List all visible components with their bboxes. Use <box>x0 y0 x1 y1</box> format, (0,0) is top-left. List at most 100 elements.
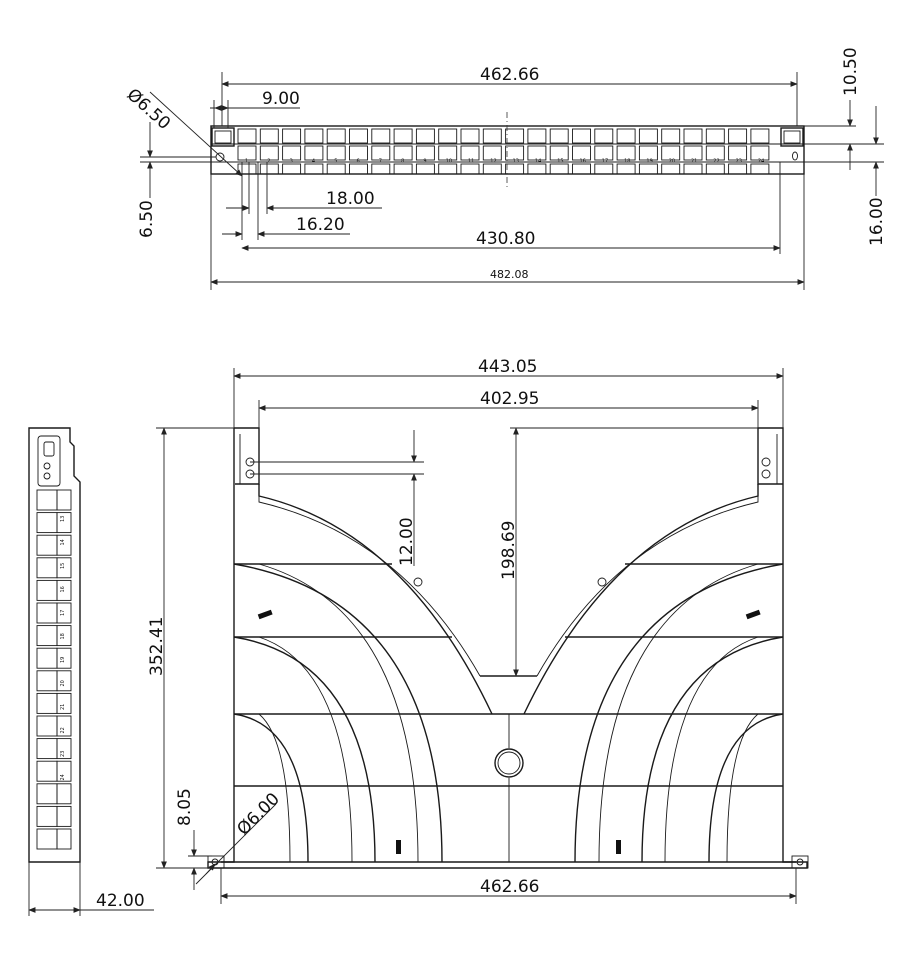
port-upper <box>572 128 591 144</box>
port-upper-2 <box>259 145 279 161</box>
side-port <box>36 805 58 827</box>
port-lower <box>482 163 502 175</box>
port-lower <box>572 163 591 175</box>
port-upper <box>683 128 703 144</box>
dim-right-height: 10.50 <box>841 47 861 96</box>
side-port <box>36 557 58 579</box>
dim-port-span: 430.80 <box>476 229 535 249</box>
port-upper <box>326 128 346 144</box>
right-ear <box>780 127 804 147</box>
side-port <box>36 670 58 692</box>
port-upper <box>549 128 569 144</box>
port-number: 20 <box>669 159 675 165</box>
cable-hole-icon <box>494 748 524 778</box>
side-port <box>36 625 58 647</box>
side-port-2 <box>56 828 72 850</box>
port-upper-2 <box>326 145 346 161</box>
side-port-number: 24 <box>60 774 66 780</box>
port-upper-2 <box>393 145 413 161</box>
side-port-2 <box>56 715 72 737</box>
port-lower <box>661 163 681 175</box>
side-port <box>36 738 58 760</box>
side-port <box>36 647 58 669</box>
port-upper <box>527 128 547 144</box>
side-port <box>36 602 58 624</box>
port-upper-2 <box>527 145 547 161</box>
port-number: 6 <box>357 159 360 165</box>
side-port-number: 17 <box>60 610 66 616</box>
port-upper <box>616 128 636 144</box>
side-port-2 <box>56 738 72 760</box>
port-number: 21 <box>691 159 697 165</box>
side-port-2 <box>56 670 72 692</box>
side-port-number: 23 <box>60 751 66 757</box>
port-lower <box>705 163 725 175</box>
port-upper <box>594 128 614 144</box>
port-upper-2 <box>705 145 725 161</box>
port-number: 17 <box>602 159 608 165</box>
side-port-number: 20 <box>60 680 66 686</box>
port-upper <box>371 128 391 144</box>
port-number: 18 <box>624 159 630 165</box>
dim-total-width: 482.08 <box>490 268 529 281</box>
port-lower <box>638 163 658 175</box>
port-number: 4 <box>312 159 315 165</box>
port-upper <box>349 128 368 144</box>
port-upper-2 <box>371 145 391 161</box>
port-lower <box>750 163 770 175</box>
port-upper <box>460 128 480 144</box>
port-upper <box>638 128 658 144</box>
side-port-number: 19 <box>60 657 66 663</box>
side-port <box>36 512 58 534</box>
port-number: 11 <box>468 159 474 165</box>
port-lower <box>415 163 435 175</box>
port-lower <box>438 163 458 175</box>
port-upper <box>438 128 458 144</box>
side-port <box>36 715 58 737</box>
port-number: 1 <box>245 159 248 165</box>
dim-height: 352.41 <box>147 617 167 676</box>
side-port <box>36 579 58 601</box>
port-upper <box>237 128 257 144</box>
port-lower <box>282 163 302 175</box>
port-number: 14 <box>535 159 541 165</box>
side-port-number: 22 <box>60 727 66 733</box>
port-lower <box>527 163 547 175</box>
port-upper <box>750 128 770 144</box>
port-upper <box>482 128 502 144</box>
port-upper-2 <box>505 145 525 161</box>
port-number: 5 <box>334 159 337 165</box>
panel-body <box>210 125 805 175</box>
port-lower <box>460 163 480 175</box>
port-upper-2 <box>415 145 435 161</box>
port-upper <box>728 128 748 144</box>
dim-overall-top: 462.66 <box>480 65 539 85</box>
side-port-2 <box>56 534 72 556</box>
mount-hole-icon <box>215 152 225 162</box>
port-number: 13 <box>513 159 519 165</box>
port-lower <box>549 163 569 175</box>
side-port-2 <box>56 557 72 579</box>
side-port <box>36 828 58 850</box>
dim-pitch-16: 16.20 <box>296 215 345 235</box>
port-upper-2 <box>683 145 703 161</box>
plan-view: 443.05 402.95 12.00 198.69 352.41 8.05 Ø… <box>147 357 809 904</box>
side-port-number: 18 <box>60 633 66 639</box>
port-upper-2 <box>616 145 636 161</box>
port-upper <box>661 128 681 144</box>
dim-mount-hole: Ø6.00 <box>233 789 283 839</box>
dim-outer-width: 443.05 <box>478 357 537 377</box>
port-upper <box>415 128 435 144</box>
side-port-2 <box>56 579 72 601</box>
side-port-number: 21 <box>60 704 66 710</box>
side-port <box>36 760 58 782</box>
port-number: 2 <box>267 159 270 165</box>
port-lower <box>304 163 324 175</box>
port-upper <box>282 128 302 144</box>
dim-inner-width: 402.95 <box>480 389 539 409</box>
port-upper-2 <box>460 145 480 161</box>
port-upper <box>259 128 279 144</box>
dim-left-offset: 6.50 <box>137 200 157 238</box>
